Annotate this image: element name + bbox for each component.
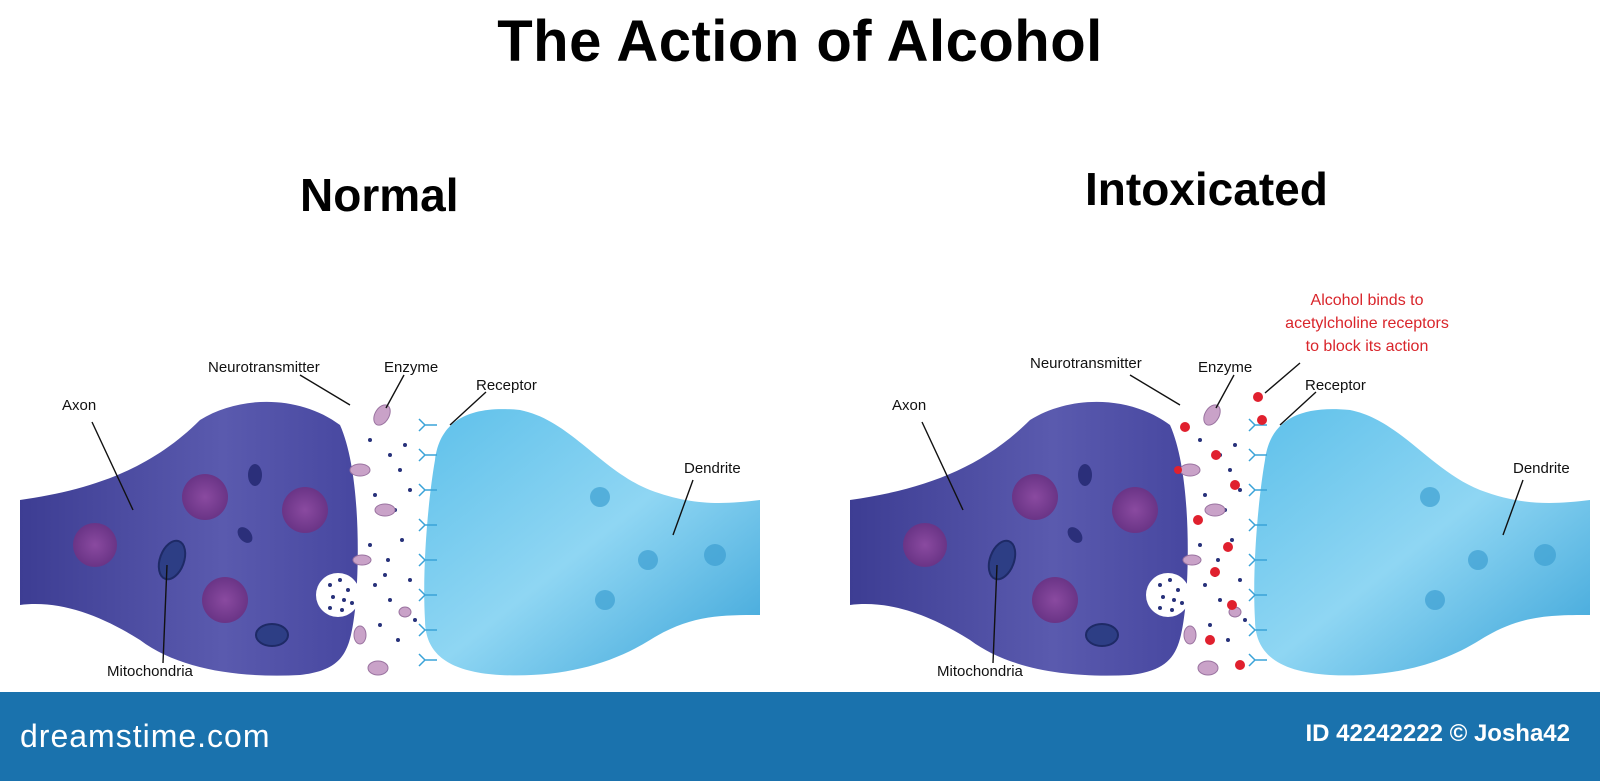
receptor-label: Receptor xyxy=(1305,377,1366,394)
page-title: The Action of Alcohol xyxy=(497,9,1103,74)
note-line: acetylcholine receptors xyxy=(1285,315,1449,332)
dendrite-label: Dendrite xyxy=(1513,460,1570,477)
image-credit: ID 42242222 © Josha42 xyxy=(1305,720,1570,747)
brand-logo[interactable]: dreamstime.com xyxy=(20,718,271,754)
normal-panel-title: Normal xyxy=(300,169,459,221)
axon-label: Axon xyxy=(62,397,97,414)
alcohol-molecules xyxy=(1174,392,1267,670)
mitochondria-label: Mitochondria xyxy=(107,663,193,680)
neurotransmitter-label: Neurotransmitter xyxy=(1030,355,1142,372)
normal-synapse xyxy=(19,374,761,677)
intoxicated-panel-title: Intoxicated xyxy=(1085,163,1328,215)
enzyme-label: Enzyme xyxy=(384,359,439,376)
mitochondria-label: Mitochondria xyxy=(937,663,1023,680)
note-line: Alcohol binds to xyxy=(1310,292,1424,309)
dendrite-label: Dendrite xyxy=(684,460,741,477)
note-line: to block its action xyxy=(1305,338,1429,355)
enzyme-label: Enzyme xyxy=(1198,359,1253,376)
neurotransmitter-label: Neurotransmitter xyxy=(208,359,320,376)
footer-bar: dreamstime.com ID 42242222 © Josha42 xyxy=(0,692,1600,781)
alcohol-binding-note: Alcohol binds to acetylcholine receptors… xyxy=(1247,289,1487,358)
axon-label: Axon xyxy=(892,397,927,414)
receptor-label: Receptor xyxy=(476,377,537,394)
intoxicated-synapse xyxy=(849,374,1591,677)
